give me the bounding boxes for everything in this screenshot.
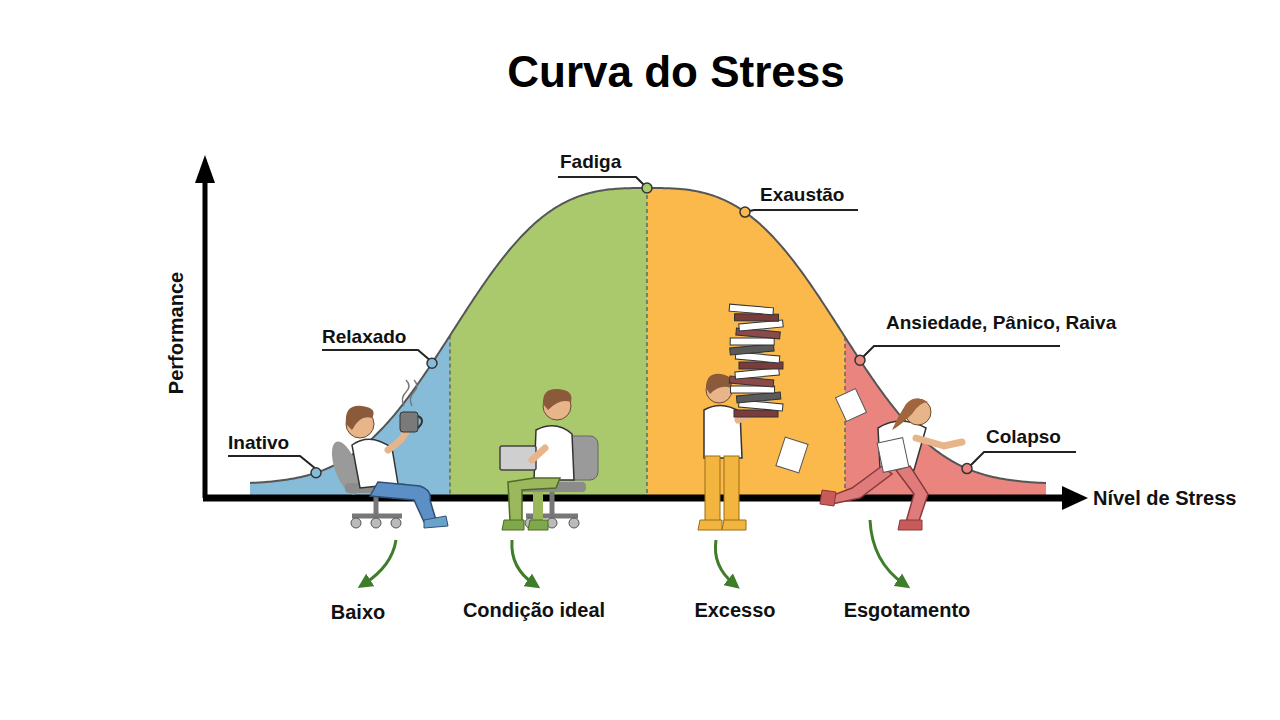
overloaded-person (698, 304, 808, 530)
zone-divider (449, 335, 451, 494)
curve-point (642, 183, 652, 193)
curve-label: Ansiedade, Pânico, Raiva (886, 312, 1116, 335)
working-person (500, 389, 598, 530)
pointer-arrows (364, 520, 904, 584)
zone-label: Condição ideal (463, 598, 605, 622)
zone-label: Esgotamento (844, 598, 971, 622)
curve-label: Fadiga (560, 151, 621, 174)
running-person (820, 389, 962, 530)
curve-point (427, 358, 437, 368)
zone-label: Baixo (331, 600, 385, 624)
x-axis-arrowhead (1062, 486, 1088, 510)
x-axis (203, 495, 1066, 502)
curve-point (311, 468, 321, 478)
y-axis (203, 178, 208, 498)
relaxed-person (326, 380, 448, 528)
curve-point (962, 464, 972, 474)
zone-label: Excesso (694, 598, 775, 622)
diagram-title: Curva do Stress (507, 46, 844, 99)
curve-label: Exaustão (760, 184, 844, 207)
curve-label: Relaxado (322, 326, 406, 349)
axis-label: Performance (164, 272, 188, 394)
curve-label: Colapso (986, 426, 1061, 449)
curve-label: Inativo (228, 432, 289, 455)
curve-point (855, 355, 865, 365)
axis-label: Nível de Stress (1093, 486, 1236, 510)
stress-zone (647, 188, 845, 496)
y-axis-arrowhead (195, 155, 215, 183)
stress-zone (450, 188, 647, 496)
zone-divider (646, 188, 648, 494)
curve-point (740, 207, 750, 217)
